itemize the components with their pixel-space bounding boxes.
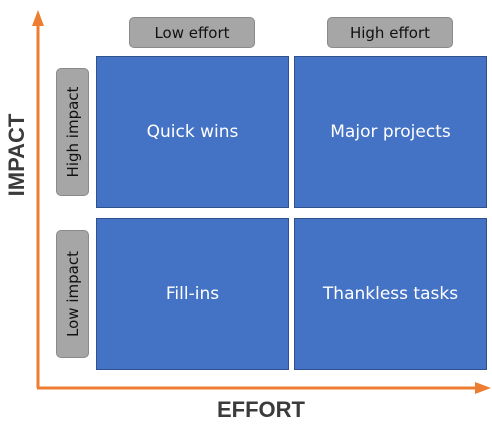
quadrant-major-projects-label: Major projects [330, 122, 451, 142]
quadrant-fill-ins: Fill-ins [96, 218, 289, 370]
x-axis-label: EFFORT [217, 397, 305, 422]
quadrant-quick-wins-label: Quick wins [146, 122, 239, 142]
row-header-high-impact-label: High impact [63, 86, 82, 178]
x-axis-arrow [475, 382, 491, 394]
row-header-low-impact-label: Low impact [63, 251, 82, 337]
quadrant-major-projects: Major projects [294, 56, 487, 208]
quadrant-thankless-tasks-label: Thankless tasks [322, 284, 459, 304]
y-axis-arrow [32, 10, 44, 26]
y-axis-label: IMPACT [4, 113, 29, 197]
quadrant-thankless-tasks: Thankless tasks [294, 218, 487, 370]
quadrant-quick-wins: Quick wins [96, 56, 289, 208]
quadrant-fill-ins-label: Fill-ins [165, 284, 220, 304]
row-header-high-impact: High impact [56, 68, 89, 196]
column-header-high-effort: High effort [327, 17, 453, 48]
row-header-low-impact: Low impact [56, 230, 89, 358]
column-header-low-effort: Low effort [129, 17, 255, 48]
